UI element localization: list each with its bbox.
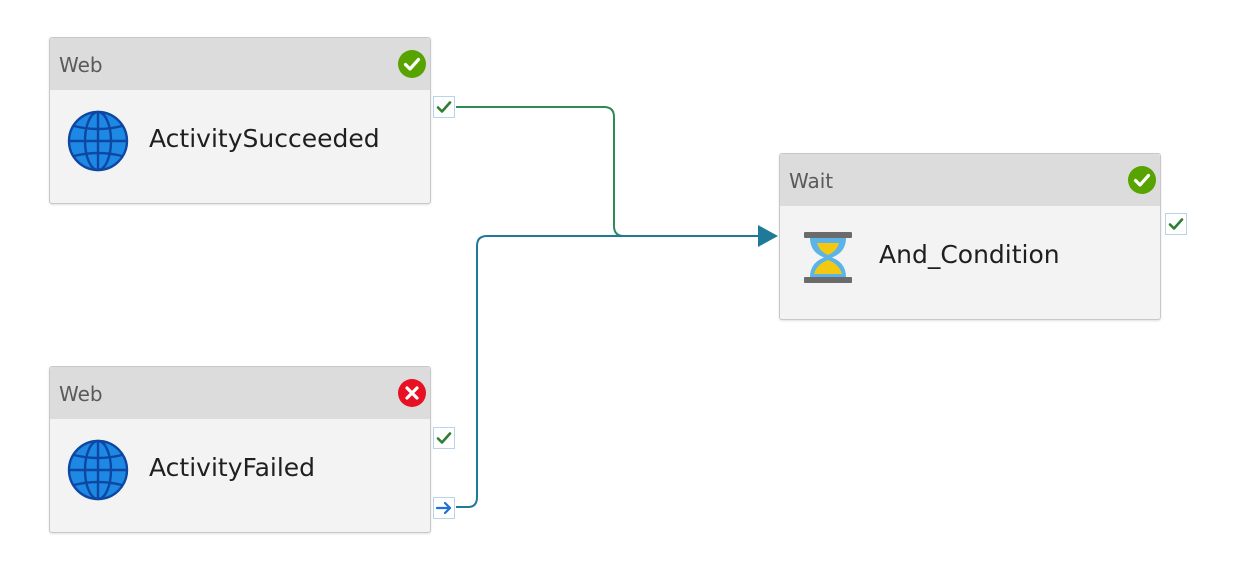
completion-port[interactable] xyxy=(433,497,455,519)
activity-name: And_Condition xyxy=(879,240,1060,269)
arrow-right-icon xyxy=(435,501,452,515)
activity-node-activity-failed[interactable]: Web ActivityFailed xyxy=(49,366,431,533)
failed-status-icon xyxy=(398,379,426,407)
success-status-icon xyxy=(398,50,426,78)
hourglass-icon xyxy=(804,232,852,283)
activity-body: ActivityFailed xyxy=(50,419,430,533)
activity-node-activity-succeeded[interactable]: Web ActivitySucceeded xyxy=(49,37,431,204)
activity-header: Wait xyxy=(780,154,1160,206)
checkmark-icon xyxy=(436,101,452,113)
success-link[interactable] xyxy=(456,106,760,237)
activity-header: Web xyxy=(50,38,430,90)
activity-type-label: Web xyxy=(59,382,103,406)
activity-header: Web xyxy=(50,367,430,419)
activity-name: ActivitySucceeded xyxy=(149,124,380,153)
activity-body: And_Condition xyxy=(780,206,1160,320)
success-port[interactable] xyxy=(1165,213,1187,235)
success-status-icon xyxy=(1128,166,1156,194)
checkmark-icon xyxy=(1168,218,1184,230)
checkmark-icon xyxy=(436,432,452,444)
activity-name: ActivityFailed xyxy=(149,453,316,482)
activity-type-label: Wait xyxy=(789,169,834,193)
completion-link[interactable] xyxy=(456,235,760,508)
activity-type-label: Web xyxy=(59,53,103,77)
globe-icon xyxy=(67,439,129,501)
success-port[interactable] xyxy=(433,427,455,449)
globe-icon xyxy=(67,110,129,172)
activity-body: ActivitySucceeded xyxy=(50,90,430,204)
activity-node-and-condition[interactable]: Wait And_Condition xyxy=(779,153,1161,320)
success-port[interactable] xyxy=(433,96,455,118)
link-arrowhead xyxy=(758,225,778,247)
